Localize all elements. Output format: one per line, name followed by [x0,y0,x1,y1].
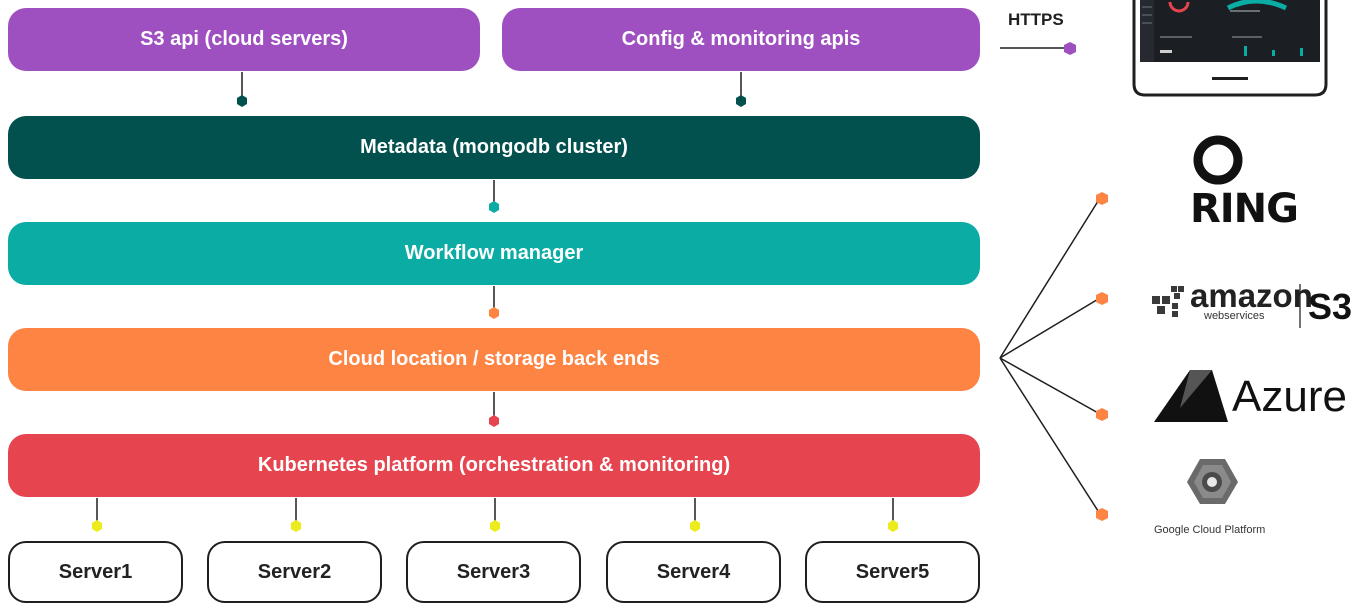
connector-dot [489,201,499,213]
connector-dot [490,520,500,532]
fan-line [999,297,1101,359]
server-box: Server3 [406,541,581,603]
fan-line [999,357,1101,515]
aws-s3-text: S3 [1308,286,1353,327]
https-dot [1064,42,1076,55]
server-box: Server5 [805,541,980,603]
gcp-hexagon-icon [1187,459,1238,504]
connector-dot [92,520,102,532]
fan-line [999,357,1101,415]
server-box: Server2 [207,541,382,603]
aws-amazon-text: amazon [1190,277,1313,314]
aws-webservices-text: webservices [1204,310,1265,322]
config-apis-label: Config & monitoring apis [621,28,861,50]
connector-dot [237,95,247,107]
aws-logo: amazon webservices [1190,277,1313,322]
workflow-layer: Workflow manager [8,222,980,285]
kubernetes-label: Kubernetes platform (orchestration & mon… [257,454,731,476]
config-apis-layer: Config & monitoring apis [502,8,980,71]
cloud-location-layer: Cloud location / storage back ends [8,328,980,391]
https-label: HTTPS [1008,10,1064,29]
server-box: Server4 [606,541,781,603]
s3-api-label: S3 api (cloud servers) [140,28,348,50]
connector-dot [690,520,700,532]
tablet-device [1132,0,1328,97]
server-label: Server2 [257,560,332,583]
ring-logo-circle [1193,135,1243,185]
fan-line [999,197,1101,359]
cloud-location-label: Cloud location / storage back ends [328,348,660,370]
server-label: Server4 [656,560,731,583]
metadata-layer: Metadata (mongodb cluster) [8,116,980,179]
fan-dot [1096,292,1108,305]
connector-dot [489,307,499,319]
connector-dot [736,95,746,107]
server-label: Server1 [58,560,133,583]
kubernetes-layer: Kubernetes platform (orchestration & mon… [8,434,980,497]
connector-dot [888,520,898,532]
aws-cubes-icon [1152,286,1184,317]
azure-logo-text: Azure [1232,372,1347,421]
fan-dot [1096,192,1108,205]
connector-dot [291,520,301,532]
fan-dot [1096,508,1108,521]
fan-dot [1096,408,1108,421]
s3-api-layer: S3 api (cloud servers) [8,8,480,71]
metadata-label: Metadata (mongodb cluster) [360,136,628,158]
server-label: Server3 [456,560,531,583]
gcp-logo-text: Google Cloud Platform [1154,524,1266,536]
server-box: Server1 [8,541,183,603]
ring-logo-text: RING [1190,186,1299,232]
server-label: Server5 [855,560,930,583]
workflow-label: Workflow manager [404,242,584,264]
connector-dot [489,415,499,427]
